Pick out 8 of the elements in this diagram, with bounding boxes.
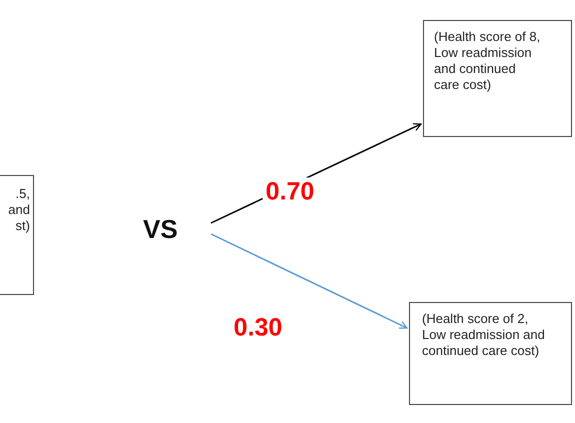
- outcome-text: (Health score of 2, Low readmission and continued care cost): [422, 311, 546, 359]
- outcome-box: [423, 20, 572, 137]
- outcome-text: (Health score of 8, Low readmission and continued care cost): [434, 29, 541, 93]
- outcome-box: [0, 175, 34, 295]
- outcome-box: [409, 302, 572, 405]
- arrow: [210, 233, 408, 329]
- versus-label: VS: [143, 214, 178, 244]
- outcome-text: .5, and st): [7, 186, 30, 234]
